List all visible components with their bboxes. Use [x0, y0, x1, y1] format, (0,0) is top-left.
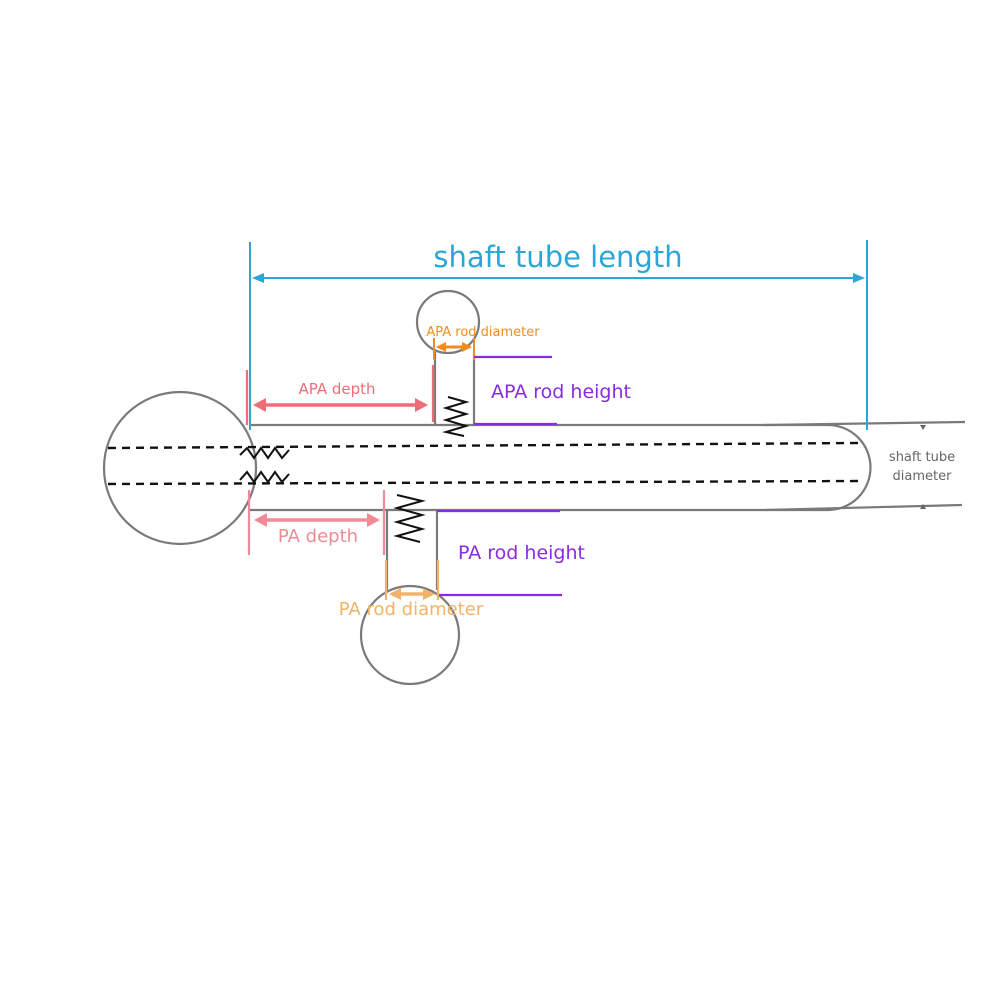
shaft-length-arrow-left — [252, 273, 264, 283]
pa-depth-label: PA depth — [278, 526, 358, 547]
shaft-extension-top — [764, 420, 966, 427]
main-spring-bottom — [239, 470, 290, 484]
apa-diameter-dimension — [433, 338, 475, 360]
shaft-extension-bottom — [764, 503, 963, 512]
shaft-diameter-tick-top — [920, 425, 926, 430]
bore-bottom-dashed — [107, 479, 859, 486]
apa-spring — [442, 396, 470, 437]
shaft-tube-end — [827, 423, 872, 512]
pa-spring — [393, 494, 426, 543]
springs — [239, 396, 470, 543]
pa-rod-height-label: PA rod height — [458, 542, 585, 564]
apa-rod-sphere — [415, 289, 481, 355]
apa-diameter-arrow-left — [436, 342, 446, 352]
shaft-length-dimension — [249, 240, 868, 430]
apa-depth-label: APA depth — [298, 380, 375, 398]
pa-diameter-arrow-left — [389, 588, 401, 600]
shaft-tube-length-label: shaft tube length — [433, 240, 682, 274]
pa-diameter-arrow-right — [423, 588, 435, 600]
pa-depth-dimension — [247, 490, 386, 555]
shaft-diameter-tick-bottom — [920, 504, 926, 509]
main-sphere — [102, 390, 258, 546]
shaft-length-arrow-right — [853, 273, 865, 283]
pa-depth-arrow-left — [254, 513, 267, 527]
apa-diameter-arrow-right — [462, 342, 472, 352]
pa-rod-diameter-label: PA rod diameter — [339, 599, 484, 620]
apa-depth-arrow-left — [253, 398, 266, 412]
pa-diameter-dimension — [384, 560, 440, 600]
rod-height-dimensions — [437, 355, 562, 597]
structure-outline — [102, 289, 966, 686]
main-spring-top — [239, 446, 290, 460]
shaft-tube-diameter-label-line1: shaft tube — [889, 450, 955, 465]
shaft-tube-diameter-label-line2: diameter — [893, 469, 953, 484]
apa-depth-arrow-right — [415, 398, 428, 412]
apa-rod-diameter-label: APA rod diameter — [426, 325, 540, 340]
inner-bore — [107, 441, 859, 486]
apa-rod-height-label: APA rod height — [491, 381, 631, 403]
pa-depth-arrow-right — [367, 513, 380, 527]
pa-rod-sphere — [359, 584, 461, 686]
apa-depth-dimension — [245, 365, 435, 425]
bore-top-dashed — [107, 441, 859, 450]
shaft-diameter-ticks — [920, 425, 926, 509]
